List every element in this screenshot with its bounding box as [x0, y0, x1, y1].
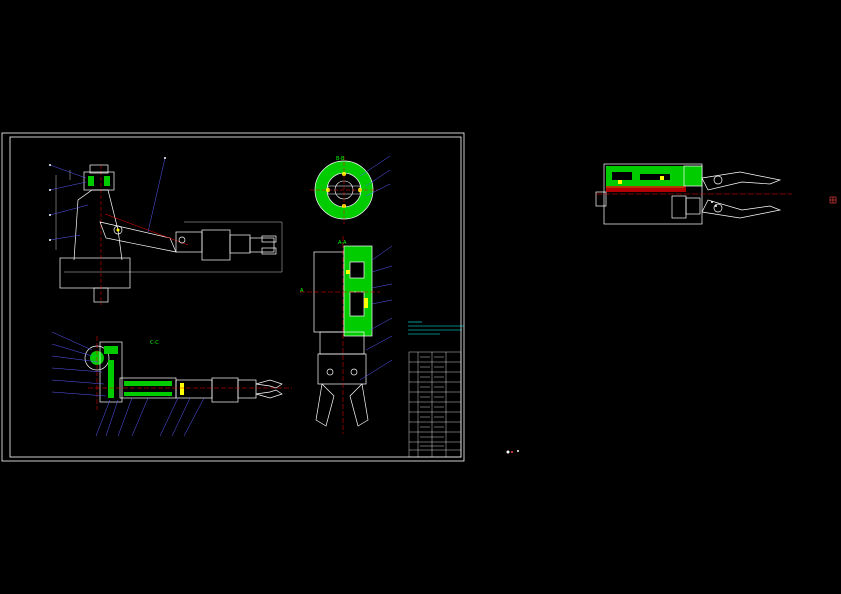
section-arrow-label: A — [300, 288, 304, 294]
technical-notes — [408, 321, 464, 335]
title-block-table — [408, 351, 462, 458]
section-label-a-a: A-A — [338, 240, 347, 246]
main-view-leader-dots — [49, 157, 166, 241]
gripper-fastener-marks — [711, 201, 717, 207]
top-view-leaders — [51, 331, 205, 437]
section-a-a-gripper — [300, 236, 380, 434]
top-view-arm — [84, 336, 292, 410]
sheet-frame — [1, 132, 465, 462]
view-label-c-c: C-C — [150, 340, 159, 346]
stray-mark-icon — [506, 450, 519, 454]
title-block-filler — [420, 356, 444, 447]
ring-leaders — [359, 155, 391, 197]
main-view-leaders — [49, 157, 166, 241]
main-view-arm-assembly — [55, 164, 283, 305]
section-label-b-b: B-B — [336, 156, 345, 162]
small-crosshair-icon — [829, 196, 837, 204]
gripper-detail-view — [595, 163, 792, 225]
section-b-b-ring — [310, 156, 378, 224]
section-a-a-leaders — [359, 245, 393, 381]
